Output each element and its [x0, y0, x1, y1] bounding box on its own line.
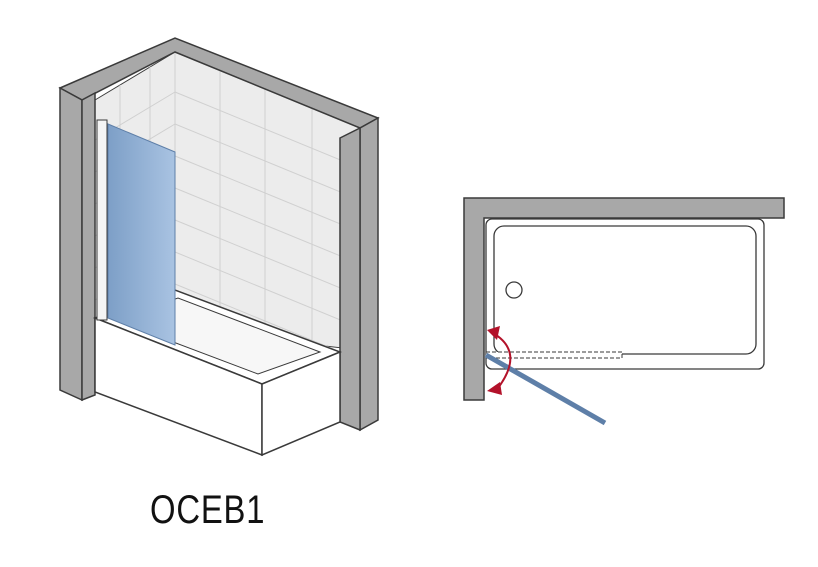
- right-wall: [359, 116, 379, 432]
- arrow-head-bottom: [487, 382, 502, 395]
- glass-panel: [107, 123, 176, 346]
- drain-icon: [505, 281, 523, 299]
- model-name: OCEB1: [150, 488, 266, 532]
- plan-bathtub-outer: [485, 218, 765, 370]
- left-wall-inner: [81, 91, 96, 402]
- tile-line: [174, 123, 360, 201]
- bathtub-side: [261, 350, 341, 457]
- tile-line: [174, 219, 360, 297]
- wall-profile: [96, 119, 108, 321]
- isometric-view: [58, 37, 380, 457]
- plan-bathtub-inner: [493, 225, 757, 355]
- plan-wall: [463, 197, 785, 401]
- panel-open-position: [484, 352, 607, 426]
- tile-line: [174, 187, 360, 265]
- tile-line: [174, 155, 360, 233]
- right-wall-front: [339, 126, 361, 432]
- tile-line: [174, 251, 360, 329]
- panel-closed-position: [485, 351, 623, 359]
- tile-line: [174, 91, 360, 169]
- left-wall: [59, 86, 83, 402]
- double-arrow-swing-icon: [492, 332, 512, 389]
- plan-view: [463, 197, 785, 426]
- arrow-head-top: [487, 326, 500, 340]
